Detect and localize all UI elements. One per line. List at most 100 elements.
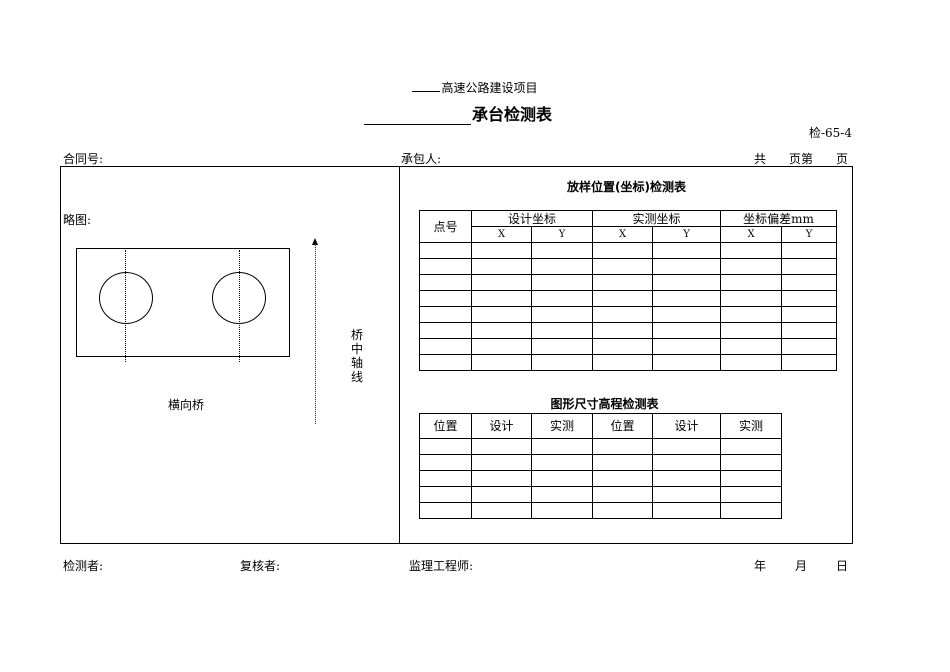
table-cell[interactable]: [471, 454, 532, 471]
table-cell[interactable]: [652, 338, 722, 355]
table-cell[interactable]: [781, 290, 838, 307]
table-cell[interactable]: [720, 438, 782, 455]
table-cell[interactable]: [530, 306, 594, 323]
table-cell[interactable]: [781, 322, 838, 339]
table-cell[interactable]: [471, 486, 532, 503]
table-cell[interactable]: [720, 354, 783, 371]
table-row: [419, 354, 838, 371]
table-cell[interactable]: [652, 274, 722, 291]
table-cell[interactable]: [652, 242, 722, 259]
table-cell[interactable]: [471, 354, 532, 371]
table-cell[interactable]: [419, 470, 472, 487]
table-cell[interactable]: [592, 322, 654, 339]
table-cell[interactable]: [471, 274, 532, 291]
table-row: [419, 258, 838, 275]
table-cell[interactable]: [531, 438, 593, 455]
table-cell[interactable]: [419, 486, 472, 503]
table-cell[interactable]: [471, 338, 532, 355]
table-cell[interactable]: [720, 274, 783, 291]
table-cell[interactable]: [530, 274, 594, 291]
table-cell[interactable]: [419, 438, 472, 455]
project-name-blank[interactable]: [412, 81, 441, 92]
table-cell[interactable]: [720, 338, 783, 355]
table-cell[interactable]: [720, 470, 782, 487]
table-cell[interactable]: [592, 338, 654, 355]
table-cell[interactable]: [471, 258, 532, 275]
table-cell[interactable]: [781, 338, 838, 355]
table-cell[interactable]: [652, 354, 722, 371]
table-cell[interactable]: [720, 502, 782, 519]
table-cell[interactable]: [592, 274, 654, 291]
table-cell[interactable]: [530, 290, 594, 307]
table-cell[interactable]: [720, 258, 783, 275]
table-cell[interactable]: [419, 306, 472, 323]
table-cell[interactable]: [419, 274, 472, 291]
table-cell[interactable]: [531, 486, 593, 503]
axis-char: 轴: [350, 356, 363, 370]
table-cell[interactable]: [419, 258, 472, 275]
pile-cap-sketch: [76, 248, 290, 357]
bridge-axis-label: 桥 中 轴 线: [350, 328, 364, 384]
table-cell[interactable]: [419, 290, 472, 307]
table-cell[interactable]: [419, 454, 472, 471]
table-cell[interactable]: [781, 242, 838, 259]
table-cell[interactable]: [592, 354, 654, 371]
table-cell[interactable]: [652, 454, 721, 471]
table-cell[interactable]: [531, 454, 593, 471]
table-cell[interactable]: [652, 290, 722, 307]
table-cell[interactable]: [720, 306, 783, 323]
table-cell[interactable]: [720, 290, 783, 307]
table-cell[interactable]: [471, 438, 532, 455]
table-cell[interactable]: [652, 322, 722, 339]
table-cell[interactable]: [530, 322, 594, 339]
table-cell[interactable]: [652, 438, 721, 455]
table-cell[interactable]: [781, 354, 838, 371]
table-cell[interactable]: [652, 486, 721, 503]
table-cell[interactable]: [419, 354, 472, 371]
table-cell[interactable]: [720, 454, 782, 471]
table-cell[interactable]: [592, 306, 654, 323]
point-no-header: 点号: [419, 210, 472, 243]
table-cell[interactable]: [652, 258, 722, 275]
table-cell[interactable]: [419, 502, 472, 519]
table-cell[interactable]: [471, 242, 532, 259]
table-cell[interactable]: [592, 258, 654, 275]
table-cell[interactable]: [781, 306, 838, 323]
table-cell[interactable]: [592, 438, 653, 455]
table-cell[interactable]: [720, 486, 782, 503]
table-cell[interactable]: [530, 258, 594, 275]
table-cell[interactable]: [471, 306, 532, 323]
table-cell[interactable]: [592, 242, 654, 259]
table-cell[interactable]: [720, 242, 783, 259]
table-cell[interactable]: [530, 354, 594, 371]
table-cell[interactable]: [471, 290, 532, 307]
inspector-label: 检测者:: [63, 559, 104, 573]
sketch-label: 略图:: [63, 213, 92, 227]
table-cell[interactable]: [592, 502, 653, 519]
table-cell[interactable]: [652, 502, 721, 519]
table-cell[interactable]: [781, 258, 838, 275]
table-cell[interactable]: [530, 242, 594, 259]
coord-table: 点号 设计坐标 实测坐标 坐标偏差mm X Y X Y X Y: [419, 210, 838, 371]
table-cell[interactable]: [652, 470, 721, 487]
table-cell[interactable]: [781, 274, 838, 291]
table-cell[interactable]: [419, 338, 472, 355]
table-cell[interactable]: [471, 322, 532, 339]
table-cell[interactable]: [531, 502, 593, 519]
table-cell[interactable]: [592, 470, 653, 487]
contractor-label: 承包人:: [401, 152, 442, 166]
table-cell[interactable]: [531, 470, 593, 487]
table-cell[interactable]: [592, 486, 653, 503]
day-label: 日: [836, 559, 849, 573]
table-cell[interactable]: [592, 454, 653, 471]
table-cell[interactable]: [720, 322, 783, 339]
table-cell[interactable]: [652, 306, 722, 323]
title-prefix-blank[interactable]: [363, 108, 471, 125]
table-cell[interactable]: [530, 338, 594, 355]
table-cell[interactable]: [471, 470, 532, 487]
table-cell[interactable]: [592, 290, 654, 307]
coord-header-row: 点号 设计坐标 实测坐标 坐标偏差mm: [419, 210, 838, 243]
table-cell[interactable]: [471, 502, 532, 519]
table-cell[interactable]: [419, 242, 472, 259]
table-cell[interactable]: [419, 322, 472, 339]
